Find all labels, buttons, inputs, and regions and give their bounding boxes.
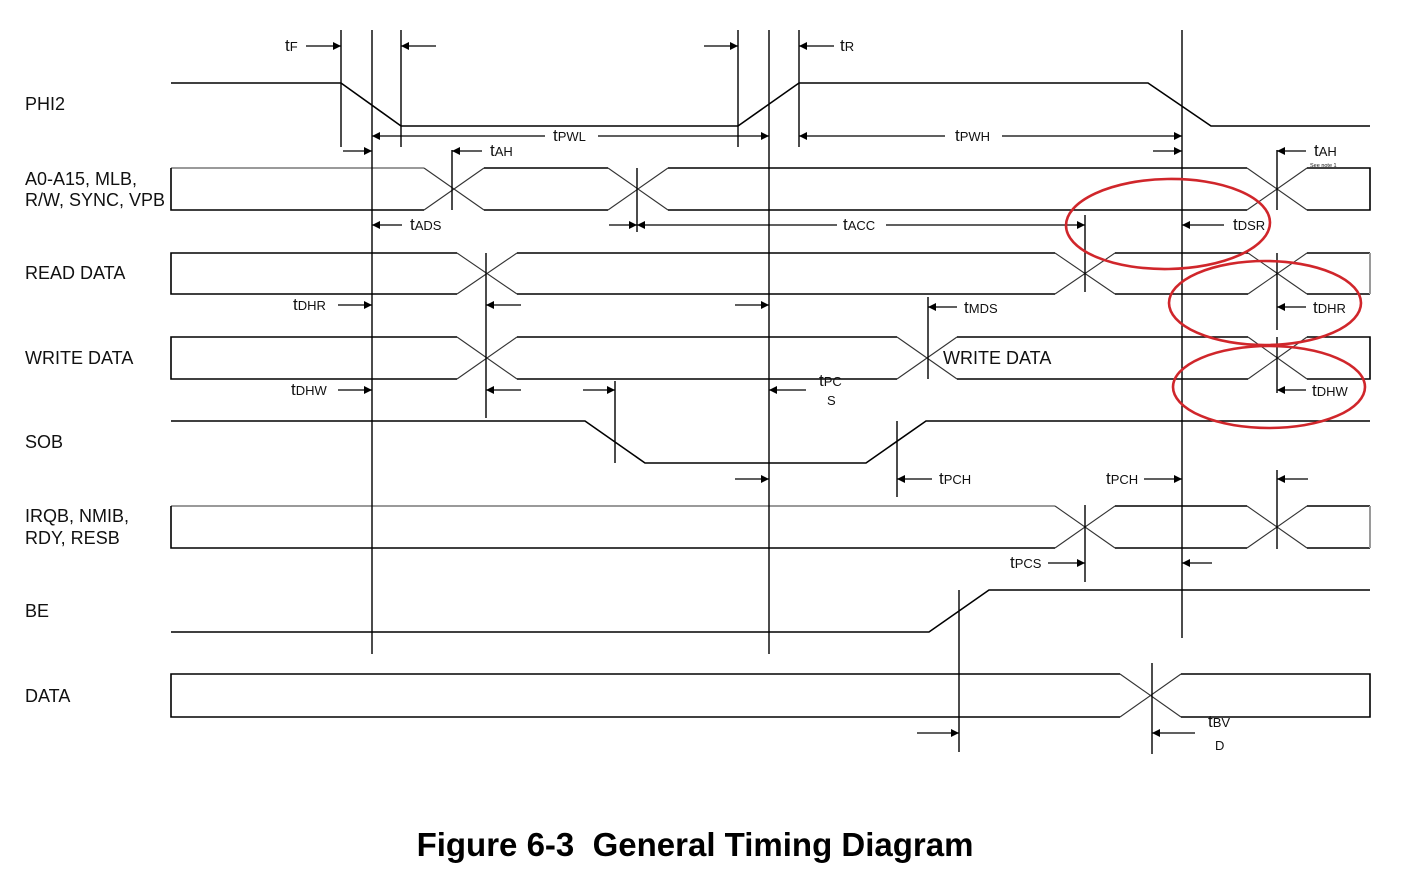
figure-caption: Figure 6-3 General Timing Diagram (416, 826, 974, 863)
reference-lines (340, 30, 1278, 754)
timing-label-tah-1: tAH (490, 141, 513, 160)
waveform-data (170, 673, 1371, 718)
signal-label-be: BE (25, 601, 49, 621)
timing-label-tpch-2: tPCH (1106, 469, 1138, 488)
signal-label-irq-line1: IRQB, NMIB, (25, 506, 129, 526)
waveform-irq (170, 505, 1371, 549)
signal-label-write-data: WRITE DATA (25, 348, 133, 368)
waveform-sob (171, 420, 1370, 464)
timing-label-tah-2: tAH (1314, 141, 1337, 160)
highlight-circle-tdhw (1171, 344, 1367, 430)
signal-label-data: DATA (25, 686, 70, 706)
highlight-circle-tdsr (1064, 177, 1272, 271)
waveform-read-data (170, 252, 1371, 295)
timing-label-tdsr: tDSR (1233, 215, 1265, 234)
waveform-write-data: WRITE DATA (170, 336, 1371, 380)
waveform-be (171, 589, 1370, 633)
timing-label-tpch-1: tPCH (939, 469, 971, 488)
signal-labels: PHI2 A0-A15, MLB, R/W, SYNC, VPB READ DA… (25, 94, 165, 706)
timing-label-tdhr-1: tDHR (293, 295, 326, 314)
waveform-addr (170, 167, 1371, 211)
waveforms: WRITE DATA (170, 82, 1371, 718)
timing-label-tacc: tACC (843, 215, 875, 234)
timing-label-tr: tR (840, 36, 854, 55)
timing-label-tpcs-1: tPC (819, 371, 842, 390)
signal-label-addr-line1: A0-A15, MLB, (25, 169, 137, 189)
timing-labels: tF tR tPWL tPWH tAH tAH See note 1 tADS … (285, 36, 1349, 753)
timing-label-tdhw-1: tDHW (291, 380, 328, 399)
signal-label-phi2: PHI2 (25, 94, 65, 114)
signal-label-irq-line2: RDY, RESB (25, 528, 120, 548)
timing-label-tbvd: tBV (1208, 712, 1230, 731)
waveform-phi2 (171, 82, 1370, 127)
timing-label-tpwl: tPWL (553, 126, 586, 145)
timing-label-tpcs-1-wrap: S (827, 393, 836, 408)
timing-label-tdhw-2: tDHW (1312, 381, 1349, 400)
timing-label-tads: tADS (410, 215, 442, 234)
signal-label-addr-line2: R/W, SYNC, VPB (25, 190, 165, 210)
see-note-1: See note 1 (1310, 163, 1337, 169)
timing-label-tpcs-2: tPCS (1010, 553, 1042, 572)
signal-label-sob: SOB (25, 432, 63, 452)
timing-label-tbvd-wrap: D (1215, 738, 1224, 753)
signal-label-read-data: READ DATA (25, 263, 125, 283)
timing-label-tdhr-2: tDHR (1313, 298, 1346, 317)
timing-label-tmds: tMDS (964, 298, 998, 317)
timing-label-tpwh: tPWH (955, 126, 990, 145)
highlight-annotations (1064, 177, 1367, 430)
dimension-arrows (306, 42, 1308, 737)
timing-label-tf: tF (285, 36, 298, 55)
write-data-inner-label: WRITE DATA (943, 348, 1051, 368)
